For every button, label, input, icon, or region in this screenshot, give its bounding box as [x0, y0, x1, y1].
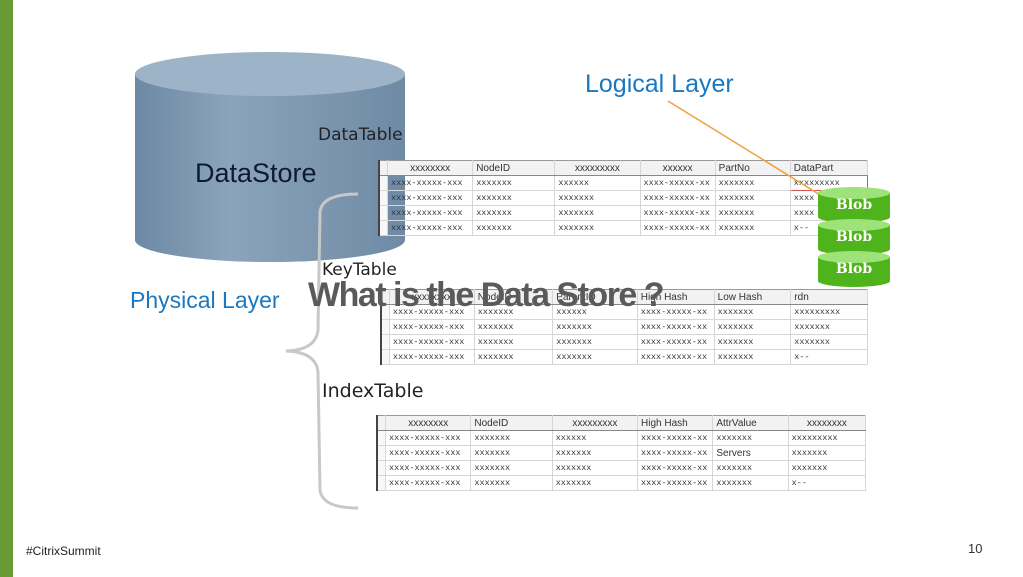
blob-label: Blob — [835, 229, 873, 245]
slide-title: What is the Data Store ? — [308, 276, 665, 314]
physical-layer-label: Physical Layer — [130, 287, 280, 313]
datastore-label: DataStore — [195, 158, 317, 188]
blob-cylinder-icon — [818, 187, 890, 223]
blob-label: Blob — [835, 261, 873, 277]
datatable-label: DataTable — [318, 125, 403, 145]
indextable-label: IndexTable — [322, 380, 424, 402]
logical-arrow-line — [667, 100, 839, 207]
physical-brace — [285, 192, 359, 510]
page-number: 10 — [968, 541, 983, 556]
blob-cylinder-icon — [818, 219, 890, 255]
blob-cylinder-icon — [818, 251, 890, 287]
accent-bar — [0, 0, 13, 577]
datastore-cylinder-icon — [135, 52, 405, 262]
logical-layer-label: Logical Layer — [585, 70, 734, 98]
blob-label: Blob — [835, 197, 873, 213]
index-table: xxxxxxxx NodeID xxxxxxxxx High Hash Attr… — [376, 415, 867, 491]
keytable-label: KeyTable — [322, 260, 397, 280]
key-table: xxxxxxxx NodeID ParentID High Hash Low H… — [379, 289, 868, 365]
footer-hashtag: #CitrixSummit — [26, 544, 101, 558]
